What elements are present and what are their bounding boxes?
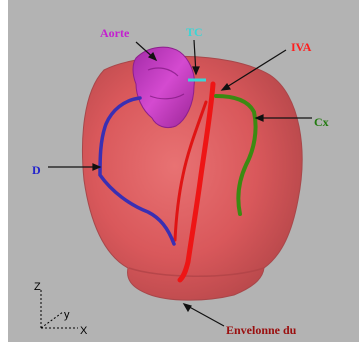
label-cx: Cx bbox=[314, 116, 329, 128]
label-d: D bbox=[32, 164, 41, 176]
label-iva: IVA bbox=[291, 41, 311, 53]
label-envelope: Envelonne du bbox=[226, 324, 296, 336]
axis-y-label: y bbox=[64, 309, 70, 321]
label-tc: TC bbox=[186, 26, 203, 38]
axes-triad bbox=[41, 288, 78, 328]
axis-x-label: X bbox=[80, 325, 88, 337]
axis-z-label: Z bbox=[34, 281, 41, 293]
label-aorte: Aorte bbox=[100, 27, 129, 39]
